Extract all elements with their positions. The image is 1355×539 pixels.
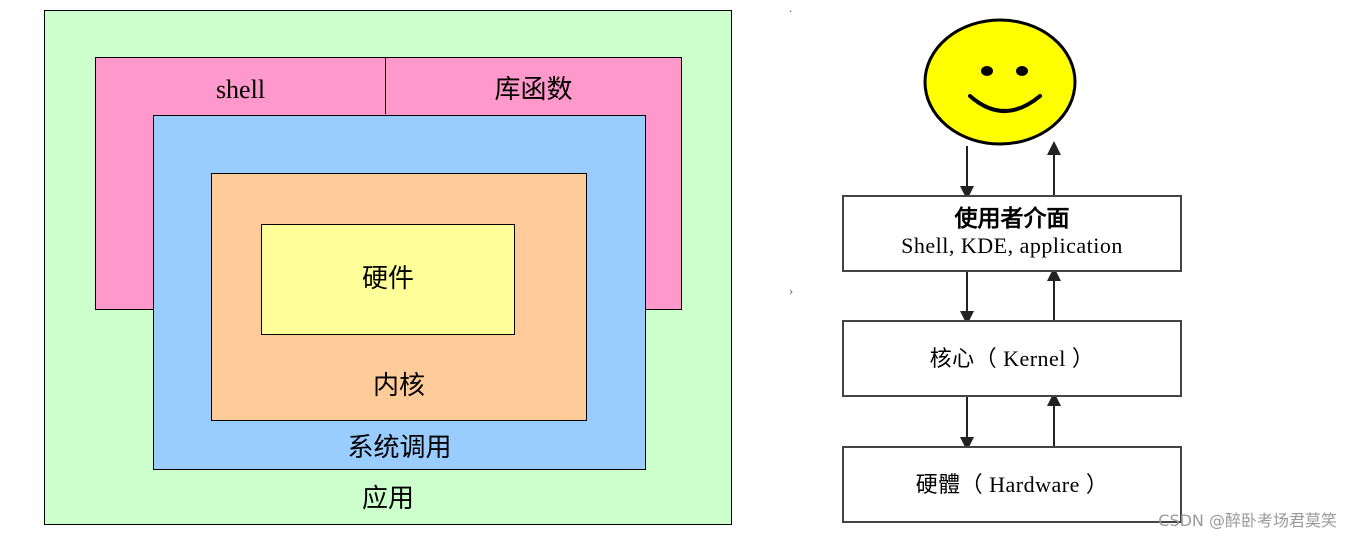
hardware-layer-box: 硬件 — [261, 224, 515, 335]
library-label: 库函数 — [494, 75, 573, 104]
watermark: CSDN @醉卧考场君莫笑 — [1158, 511, 1337, 530]
stray-chevron-mark: › — [789, 283, 794, 298]
shell-library-divider — [385, 58, 386, 114]
smiley-face-icon — [923, 18, 1077, 146]
kernel-box: 核心（ Kernel ） — [842, 320, 1182, 397]
shell-label: shell — [215, 75, 266, 104]
user-interface-subtitle: Shell, KDE, application — [901, 233, 1123, 258]
hardware-box-label: 硬體（ Hardware ） — [915, 472, 1109, 497]
kernel-box-label: 核心（ Kernel ） — [929, 346, 1095, 371]
syscall-layer-label: 系统调用 — [347, 433, 452, 462]
stray-dot-mark: . — [789, 0, 793, 15]
hardware-box: 硬體（ Hardware ） — [842, 446, 1182, 523]
user-interface-title: 使用者介面 — [954, 206, 1070, 231]
hardware-layer-label: 硬件 — [361, 264, 414, 293]
app-layer-label: 应用 — [361, 484, 414, 513]
user-interface-box: 使用者介面 Shell, KDE, application — [842, 195, 1182, 272]
kernel-layer-label: 内核 — [372, 371, 425, 400]
